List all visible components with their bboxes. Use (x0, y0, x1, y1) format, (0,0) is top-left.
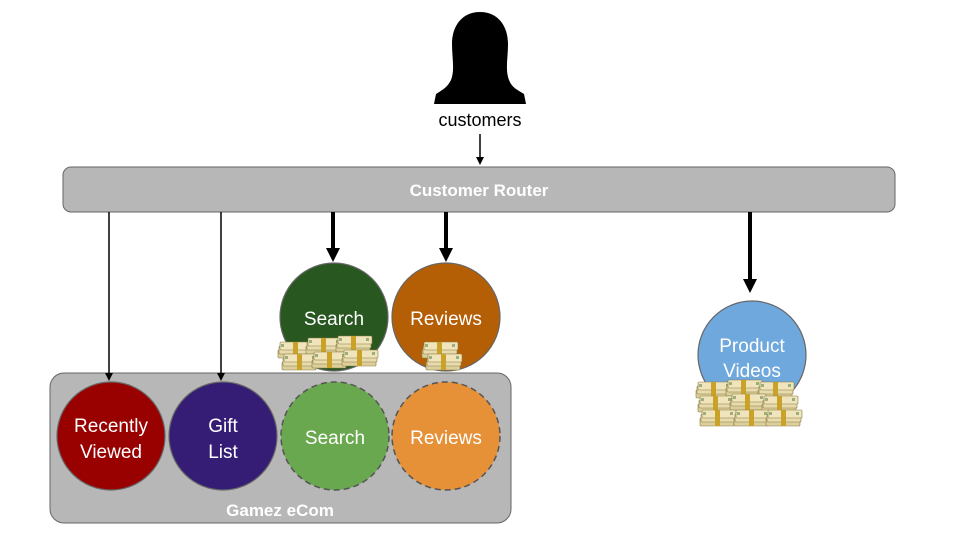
reviews-internal-label: Reviews (410, 428, 482, 449)
search-internal-service-node: Search (280, 381, 390, 491)
reviews-internal-service-node: Reviews (391, 381, 501, 491)
actor-label: customers (438, 110, 521, 130)
product-videos-label-line-1: Product (719, 336, 785, 357)
search-service-label: Search (304, 309, 364, 330)
customer-router-bar (62, 166, 896, 213)
recently-viewed-label-line-1: Recently (74, 416, 148, 437)
money-stack-icon-product-videos (695, 379, 803, 427)
recently-viewed-service-node: Recently Viewed (56, 381, 166, 491)
person-silhouette-icon (434, 12, 526, 104)
recently-viewed-label-line-2: Viewed (80, 442, 142, 463)
gift-list-label-line-1: Gift (208, 416, 238, 437)
search-internal-label: Search (305, 428, 365, 449)
gift-list-label-line-2: List (208, 442, 238, 463)
router-label: Customer Router (410, 181, 549, 200)
money-stack-icon-reviews (421, 341, 463, 371)
product-videos-label-line-2: Videos (723, 361, 781, 382)
gamez-ecom-container (49, 372, 512, 524)
reviews-service-label: Reviews (410, 309, 482, 330)
container-label: Gamez eCom (226, 501, 334, 520)
reviews-service-node: Reviews (391, 262, 501, 372)
gift-list-service-node: Gift List (168, 381, 278, 491)
